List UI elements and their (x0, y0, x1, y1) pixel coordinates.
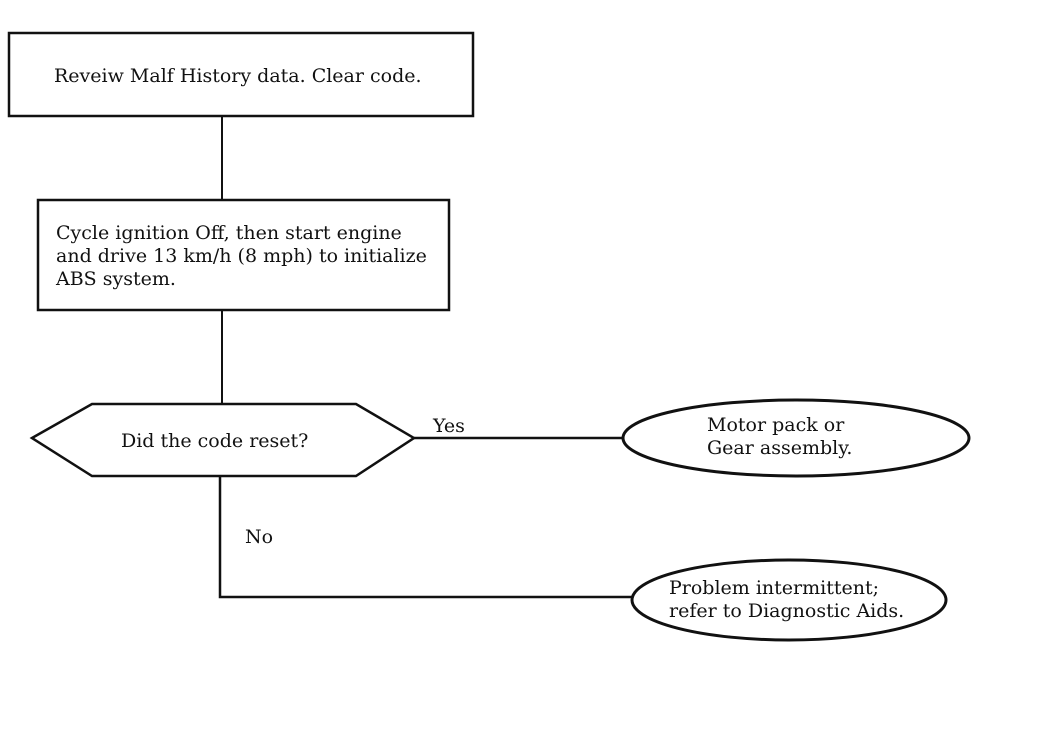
result-yes-line-2: Gear assembly. (707, 437, 852, 459)
decision-hexagon (29, 402, 417, 478)
step2-line-2: and drive 13 km/h (8 mph) to initialize (56, 245, 427, 267)
step2-line-1: Cycle ignition Off, then start engine (56, 222, 402, 244)
result-no-line-1: Problem intermittent; (669, 577, 879, 599)
result-yes-ellipse (621, 398, 971, 478)
decision-text: Did the code reset? (121, 430, 308, 452)
step1-text: Reveiw Malf History data. Clear code. (54, 65, 422, 87)
connector-decision-no (218, 476, 632, 599)
step2-line-3: ABS system. (55, 268, 176, 290)
no-label: No (245, 526, 273, 548)
yes-label: Yes (432, 415, 465, 437)
result-no-ellipse (630, 558, 948, 642)
step1-box (7, 31, 475, 118)
step2-box (36, 198, 451, 312)
result-yes-line-1: Motor pack or (707, 414, 845, 436)
result-no-line-2: refer to Diagnostic Aids. (669, 600, 904, 622)
